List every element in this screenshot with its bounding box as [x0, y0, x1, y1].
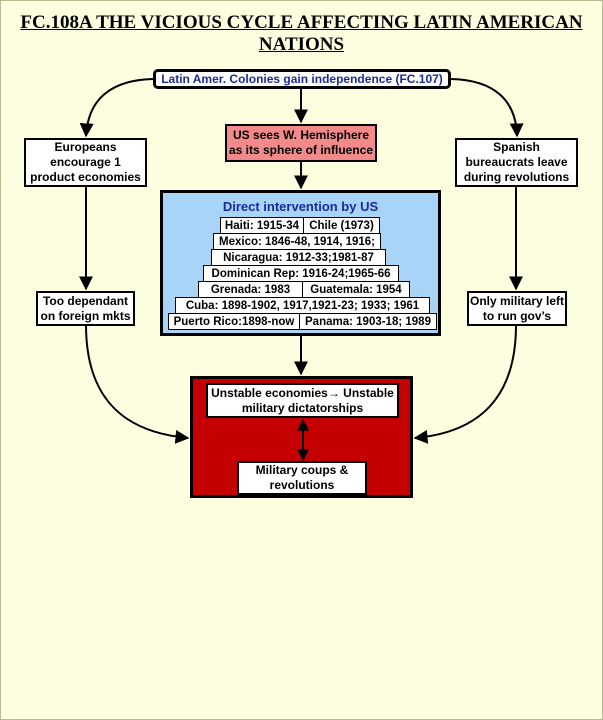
arrow-top-to-spanish	[450, 78, 524, 138]
intervention-panel: Direct intervention by US Haiti: 1915-34…	[160, 190, 441, 336]
military-left-line-2: to run gov’s	[482, 308, 552, 323]
europeans-line-2: encourage 1	[50, 155, 121, 169]
spanish-line-1: Spanish	[493, 140, 540, 154]
result-panel: Unstable economies→ Unstable military di…	[190, 376, 413, 498]
coups-line-2: revolutions	[269, 478, 335, 492]
unstable-line-2: military dictatorships	[241, 400, 364, 415]
spanish-line-3: during revolutions	[463, 170, 570, 184]
arrow-top-to-europeans	[79, 78, 154, 138]
europeans-line-3: product economies	[30, 170, 141, 184]
intervention-mexico: Mexico: 1846-48, 1914, 1916;	[213, 233, 381, 250]
military-left-line-1: Only military left	[469, 293, 565, 308]
coups-line-1: Military coups &	[255, 463, 349, 477]
intervention-haiti: Haiti: 1915-34	[220, 217, 304, 234]
dependant-line-1: Too dependant	[42, 293, 129, 308]
military-coups-box: Military coups & revolutions	[237, 461, 367, 495]
spanish-line-2: bureaucrats leave	[465, 155, 568, 169]
military-left-box: Only military left to run gov’s	[467, 291, 567, 326]
title-line-1: FC.108A THE VICIOUS CYCLE AFFECTING LATI…	[20, 12, 583, 33]
double-arrow	[297, 418, 309, 462]
intervention-cuba: Cuba: 1898-1902, 1917,1921-23; 1933; 196…	[175, 297, 430, 314]
intervention-guatemala: Guatemala: 1954	[302, 281, 410, 298]
intervention-puerto-rico: Puerto Rico:1898-now	[168, 313, 300, 330]
title-line-2: NATIONS	[258, 34, 345, 55]
intervention-nicaragua: Nicaragua: 1912-33;1981-87	[211, 249, 386, 266]
intervention-title: Direct intervention by US	[222, 199, 379, 214]
spanish-box: Spanish bureaucrats leave during revolut…	[455, 138, 578, 187]
dependant-line-2: on foreign mkts	[40, 308, 131, 323]
intervention-grenada: Grenada: 1983	[198, 281, 303, 298]
intervention-chile: Chile (1973)	[303, 217, 380, 234]
intervention-panama: Panama: 1903-18; 1989	[299, 313, 437, 330]
dependant-box: Too dependant on foreign mkts	[36, 291, 135, 326]
intervention-dominican: Dominican Rep: 1916-24;1965-66	[203, 265, 399, 282]
unstable-line-1: Unstable economies→ Unstable	[211, 385, 394, 400]
diagram-title: FC.108A THE VICIOUS CYCLE AFFECTING LATI…	[0, 12, 603, 56]
unstable-economies-box: Unstable economies→ Unstable military di…	[206, 383, 399, 418]
arrow-dependant-to-result	[85, 324, 190, 444]
europeans-box: Europeans encourage 1 product economies	[24, 138, 147, 187]
independence-box: Latin Amer. Colonies gain independence (…	[153, 69, 451, 89]
europeans-line-1: Europeans	[54, 140, 117, 154]
us-sphere-line-2: as its sphere of influence	[228, 143, 374, 157]
us-sphere-line-1: US sees W. Hemisphere	[232, 128, 370, 142]
arrow-military-to-result	[413, 324, 517, 444]
us-sphere-box: US sees W. Hemisphere as its sphere of i…	[225, 124, 377, 162]
